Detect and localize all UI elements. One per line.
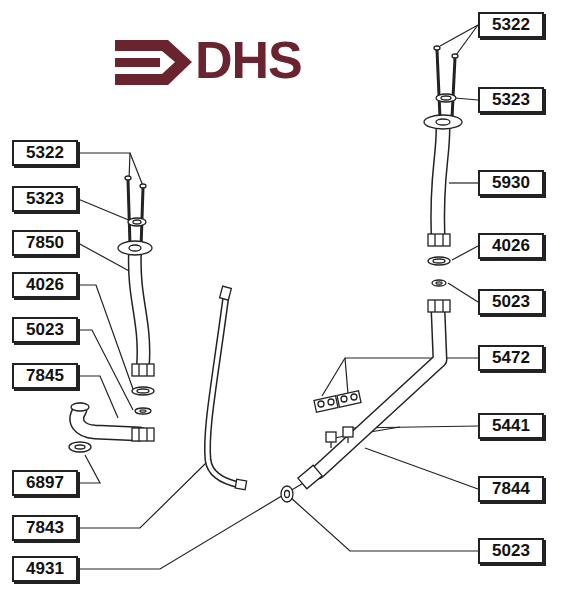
callout-box: 5322: [12, 140, 78, 166]
callout-box: 5930: [478, 170, 544, 196]
callout-box: 7850: [12, 230, 78, 256]
callout-number: 5930: [492, 173, 530, 193]
callout-number: 5472: [492, 348, 530, 368]
callout-number: 4931: [26, 559, 64, 579]
callout-number: 5322: [26, 143, 64, 163]
callout-number: 7843: [26, 518, 64, 538]
callout-number: 5023: [492, 292, 530, 312]
callout-number: 5023: [492, 541, 530, 561]
callout-box: 7845: [12, 363, 78, 389]
callout-number: 5023: [26, 320, 64, 340]
callout-number: 7844: [492, 479, 530, 499]
callout-number: 7845: [26, 366, 64, 386]
callout-box: 4026: [12, 272, 78, 298]
pipes: [77, 128, 443, 485]
brand-logo-text: DHS: [195, 34, 302, 86]
callout-box: 5023: [478, 289, 544, 315]
callout-box: 5023: [12, 317, 78, 343]
callout-number: 6897: [26, 473, 64, 493]
callout-number: 5322: [492, 15, 530, 35]
callout-box: 6897: [12, 470, 78, 496]
fittings: [69, 46, 462, 502]
callout-box: 5323: [478, 87, 544, 113]
callout-number: 5323: [26, 189, 64, 209]
callout-number: 5323: [492, 90, 530, 110]
callout-box: 7843: [12, 515, 78, 541]
callout-box: 5472: [478, 345, 544, 371]
leader-lines: [78, 25, 478, 569]
callout-number: 4026: [26, 275, 64, 295]
callout-number: 7850: [26, 233, 64, 253]
callout-box: 4931: [12, 556, 78, 582]
callout-box: 5322: [478, 12, 544, 38]
callout-number: 4026: [492, 236, 530, 256]
callout-number: 5441: [492, 416, 530, 436]
callout-box: 4026: [478, 233, 544, 259]
callout-box: 5441: [478, 413, 544, 439]
dhs-logo-mark: [115, 40, 192, 85]
callout-box: 7844: [478, 476, 544, 502]
callout-box: 5023: [478, 538, 544, 564]
callout-box: 5323: [12, 186, 78, 212]
